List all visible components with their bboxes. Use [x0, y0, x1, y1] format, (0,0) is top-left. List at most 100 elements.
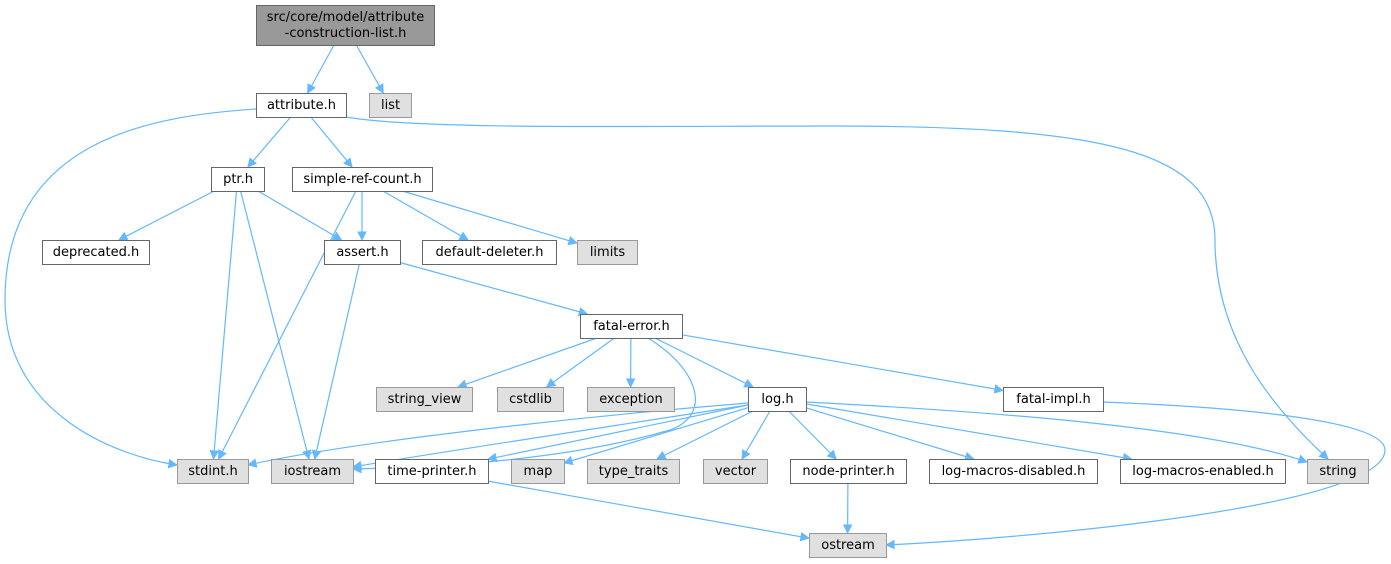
node-label: -construction-list.h [285, 26, 407, 41]
node-box [809, 533, 887, 558]
node-ptr-h[interactable]: ptr.h [211, 167, 265, 192]
edge-log-h-to-iostream [352, 404, 749, 471]
node-simple-ref-count-h[interactable]: simple-ref-count.h [292, 167, 433, 192]
edge-simple-ref-count-h-to-default-deleter-h [382, 190, 469, 241]
edge-fatal-error-h-to-fatal-impl-h [681, 334, 1004, 394]
node-box [587, 387, 675, 412]
node-box [929, 459, 1098, 484]
edge-log-h-to-stdint-h [247, 402, 749, 468]
node-box [422, 240, 557, 265]
edge-ptr-h-to-deprecated-h [117, 190, 215, 241]
node-fatal-error-h[interactable]: fatal-error.h [580, 314, 683, 339]
node-box [1003, 387, 1104, 412]
edge-ptr-h-to-assert-h [257, 190, 343, 241]
node-box [375, 459, 489, 484]
node-assert-h[interactable]: assert.h [324, 240, 401, 265]
node-vector: vector [703, 459, 768, 484]
edge-attribute-h-to-ptr-h [247, 116, 292, 168]
node-label: type_traits [599, 464, 669, 479]
node-label: list [381, 98, 400, 113]
edge-ptr-h-to-iostream [240, 190, 312, 460]
edge-attribute-h-to-string [345, 116, 1329, 460]
node-box [1307, 459, 1369, 484]
node-label: fatal-error.h [593, 319, 670, 334]
node-box [177, 459, 249, 484]
node-root: src/core/model/attribute-construction-li… [256, 5, 435, 46]
node-box [587, 459, 680, 484]
node-node-printer-h[interactable]: node-printer.h [790, 459, 907, 484]
edge-ptr-h-to-stdint-h [209, 190, 238, 460]
node-label: attribute.h [267, 98, 336, 113]
node-stdint-h: stdint.h [177, 459, 249, 484]
node-box [580, 314, 683, 339]
node-box [497, 387, 564, 412]
edge-log-h-to-string [805, 401, 1308, 464]
node-box [256, 5, 435, 46]
node-type-traits: type_traits [587, 459, 680, 484]
node-string: string [1307, 459, 1369, 484]
edge-simple-ref-count-h-to-stdint-h [218, 190, 357, 460]
node-label: exception [599, 392, 663, 407]
node-box [292, 167, 433, 192]
node-label: vector [715, 464, 757, 479]
node-limits: limits [577, 240, 638, 265]
node-box [256, 93, 347, 118]
node-exception: exception [587, 387, 675, 412]
edge-log-h-to-vector [741, 410, 771, 460]
node-fatal-impl-h[interactable]: fatal-impl.h [1003, 387, 1104, 412]
edge-fatal-error-h-to-cstdlib [545, 337, 615, 388]
node-label: log-macros-enabled.h [1132, 464, 1273, 479]
node-label: string_view [388, 392, 462, 407]
node-default-deleter-h[interactable]: default-deleter.h [422, 240, 557, 265]
node-box [376, 387, 473, 412]
node-cstdlib: cstdlib [497, 387, 564, 412]
node-label: ptr.h [223, 172, 253, 187]
node-label: src/core/model/attribute [267, 10, 424, 25]
edge-simple-ref-count-h-to-limits [402, 190, 578, 246]
node-label: node-printer.h [802, 464, 894, 479]
node-box [703, 459, 768, 484]
node-label: simple-ref-count.h [303, 172, 421, 187]
node-label: log-macros-disabled.h [942, 464, 1086, 479]
edge-fatal-impl-h-to-ostream [885, 401, 1386, 550]
node-iostream: iostream [271, 459, 354, 484]
node-label: cstdlib [509, 392, 552, 407]
node-box [790, 459, 907, 484]
node-map: map [511, 459, 565, 484]
node-label: ostream [821, 538, 875, 553]
node-box [748, 387, 807, 412]
edge-attribute-h-to-stdint-h [4, 108, 257, 469]
node-label: time-printer.h [387, 464, 476, 479]
node-string-view: string_view [376, 387, 473, 412]
node-log-h[interactable]: log.h [748, 387, 807, 412]
node-box [211, 167, 265, 192]
node-attribute-h[interactable]: attribute.h [256, 93, 347, 118]
edge-log-h-to-log-macros-disabled-h [805, 407, 975, 462]
edge-root-to-list [355, 44, 384, 94]
edge-attribute-h-to-simple-ref-count-h [310, 116, 353, 168]
node-box [271, 459, 354, 484]
node-box [42, 240, 150, 265]
node-label: iostream [284, 464, 341, 479]
edge-log-h-to-time-printer-h [487, 404, 749, 463]
node-label: stdint.h [188, 464, 237, 479]
edge-log-h-to-type-traits [656, 410, 754, 460]
node-log-macros-enabled-h[interactable]: log-macros-enabled.h [1120, 459, 1286, 484]
node-time-printer-h[interactable]: time-printer.h [375, 459, 489, 484]
node-log-macros-disabled-h[interactable]: log-macros-disabled.h [929, 459, 1098, 484]
edge-fatal-error-h-to-string-view [457, 337, 598, 389]
node-box [324, 240, 401, 265]
node-label: assert.h [336, 245, 388, 260]
node-label: map [524, 464, 553, 479]
edge-root-to-attribute-h [307, 44, 335, 94]
node-label: fatal-impl.h [1016, 392, 1090, 407]
node-ostream: ostream [809, 533, 887, 558]
edge-log-h-to-node-printer-h [788, 410, 837, 460]
node-deprecated-h[interactable]: deprecated.h [42, 240, 150, 265]
edge-log-h-to-log-macros-enabled-h [805, 403, 1133, 463]
node-box [577, 240, 638, 265]
edge-assert-h-to-fatal-error-h [399, 261, 589, 317]
node-label: string [1319, 464, 1356, 479]
node-label: limits [590, 245, 626, 260]
node-box [1120, 459, 1286, 484]
